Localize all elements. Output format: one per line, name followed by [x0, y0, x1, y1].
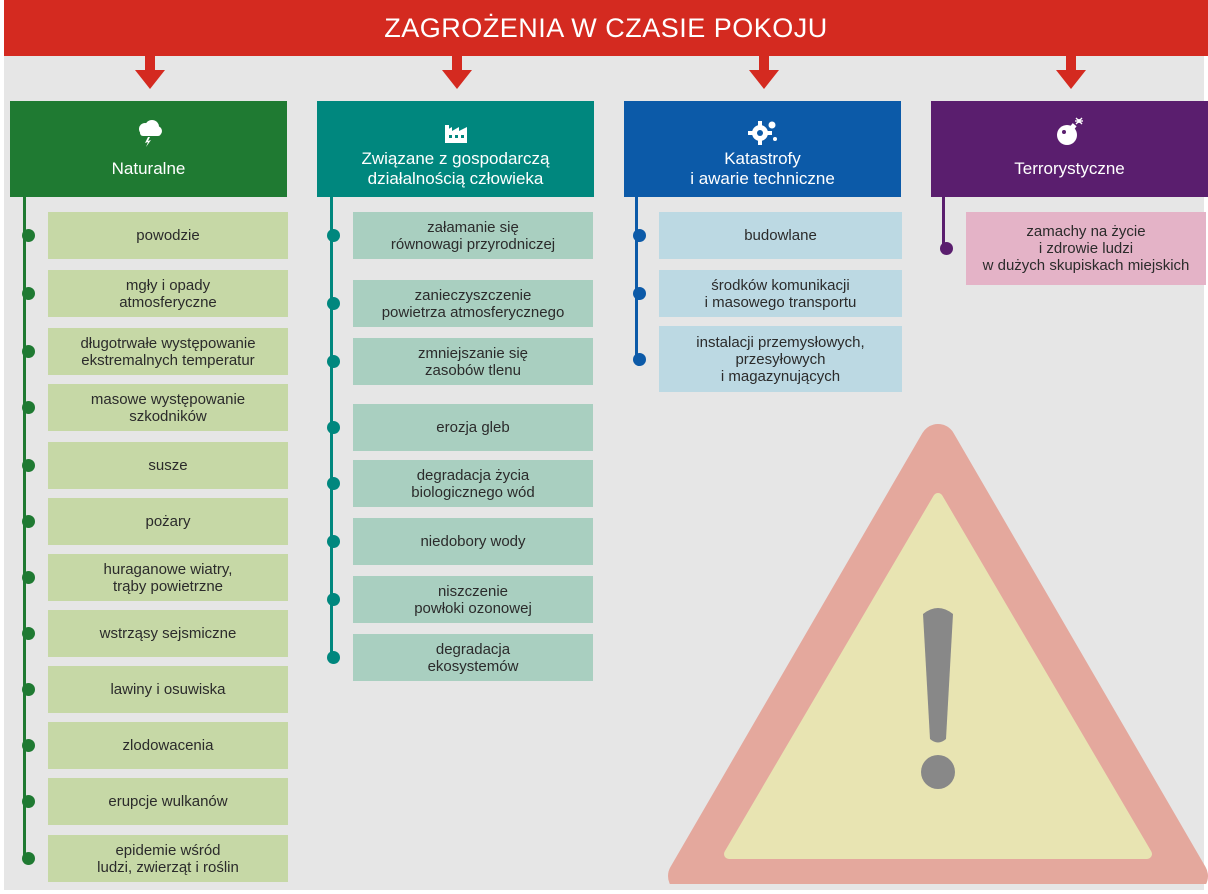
connector-dot: [633, 352, 646, 366]
threat-item: niedobory wody: [353, 518, 593, 565]
diagram-title: ZAGROŻENIA W CZASIE POKOJU: [4, 0, 1208, 56]
threat-item: susze: [48, 442, 288, 489]
threat-item: huraganowe wiatry, trąby powietrzne: [48, 554, 288, 601]
threat-item: mgły i opady atmosferyczne: [48, 270, 288, 317]
threat-item: zamachy na życie i zdrowie ludzi w dużyc…: [966, 212, 1206, 285]
category-header: Katastrofy i awarie techniczne: [624, 101, 901, 197]
connector-dot: [327, 477, 340, 490]
threat-item: załamanie się równowagi przyrodniczej: [353, 212, 593, 259]
category-header: Naturalne: [10, 101, 287, 197]
connector-dot: [327, 651, 340, 664]
threat-item: budowlane: [659, 212, 902, 259]
connector-dot: [327, 355, 340, 368]
category-label: Związane z gospodarczą działalnością czł…: [361, 149, 550, 188]
threat-item: zanieczyszczenie powietrza atmosferyczne…: [353, 280, 593, 327]
connector-dot: [22, 852, 35, 865]
threat-item: lawiny i osuwiska: [48, 666, 288, 713]
connector-dot: [22, 795, 35, 808]
connector-dot: [22, 287, 35, 300]
factory-icon: [444, 125, 467, 143]
threat-item: degradacja życia biologicznego wód: [353, 460, 593, 507]
threat-item: środków komunikacji i masowego transport…: [659, 270, 902, 317]
bomb-icon: [1056, 117, 1083, 145]
category-header: Związane z gospodarczą działalnością czł…: [317, 101, 594, 197]
connector-dot: [633, 287, 646, 300]
connector-dot: [22, 459, 35, 472]
threat-item: niszczenie powłoki ozonowej: [353, 576, 593, 623]
threat-item: powodzie: [48, 212, 288, 259]
threat-item: wstrząsy sejsmiczne: [48, 610, 288, 657]
threat-item: zmniejszanie się zasobów tlenu: [353, 338, 593, 385]
connector-dot: [327, 297, 340, 310]
connector-dot: [22, 229, 35, 242]
exclamation-mark-dot: [921, 755, 955, 789]
warning-triangle-icon: [668, 424, 1208, 884]
connector-dot: [22, 627, 35, 640]
category-label: Naturalne: [111, 159, 186, 178]
down-arrow-icon: [749, 56, 779, 89]
down-arrow-icon: [1056, 56, 1086, 89]
connector-dot: [327, 535, 340, 548]
connector-line: [635, 197, 638, 361]
threat-item: długotrwałe występowanie ekstremalnych t…: [48, 328, 288, 375]
connector-dot: [22, 401, 35, 414]
threat-item: zlodowacenia: [48, 722, 288, 769]
connector-line: [23, 197, 26, 860]
threat-item: erupcje wulkanów: [48, 778, 288, 825]
down-arrow-icon: [135, 56, 165, 89]
threat-item: degradacja ekosystemów: [353, 634, 593, 681]
threat-item: masowe występowanie szkodników: [48, 384, 288, 431]
category-label: Katastrofy i awarie techniczne: [690, 149, 835, 188]
connector-line: [942, 197, 945, 250]
connector-dot: [22, 345, 35, 358]
threat-item: pożary: [48, 498, 288, 545]
gear-icon: [747, 121, 777, 145]
connector-dot: [22, 571, 35, 584]
connector-dot: [940, 242, 953, 255]
connector-dot: [633, 229, 646, 242]
connector-dot: [327, 421, 340, 434]
storm-cloud-icon: [138, 120, 162, 147]
category-label: Terrorystyczne: [1014, 159, 1125, 178]
exclamation-mark-bar: [923, 608, 953, 743]
threat-item: instalacji przemysłowych, przesyłowych i…: [659, 326, 902, 392]
connector-dot: [327, 229, 340, 242]
connector-dot: [327, 593, 340, 606]
threat-item: erozja gleb: [353, 404, 593, 451]
connector-dot: [22, 683, 35, 696]
category-header: Terrorystyczne: [931, 101, 1208, 197]
threat-item: epidemie wśród ludzi, zwierząt i roślin: [48, 835, 288, 882]
down-arrow-icon: [442, 56, 472, 89]
connector-dot: [22, 739, 35, 752]
connector-dot: [22, 515, 35, 528]
